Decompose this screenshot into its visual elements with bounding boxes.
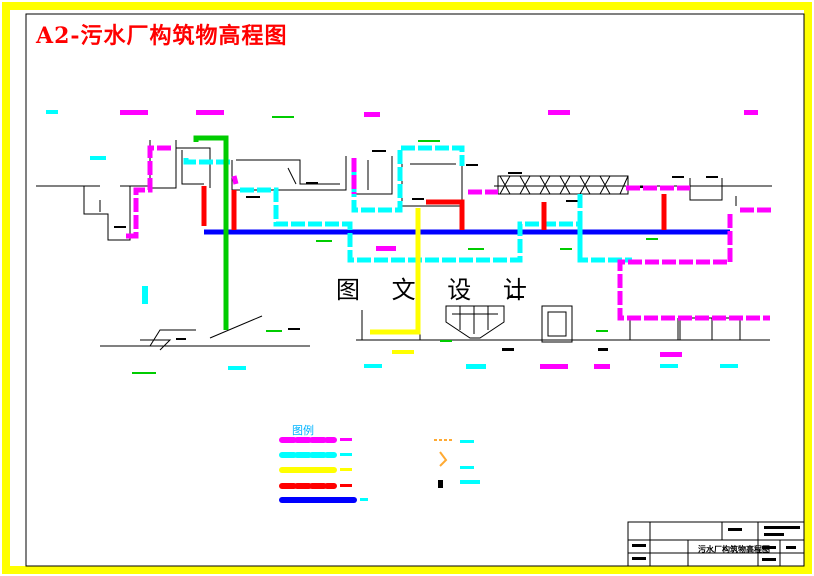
legend-title: 图例	[292, 424, 314, 437]
pipe-return-red	[201, 186, 667, 230]
meter-icon	[438, 480, 443, 488]
structures	[83, 140, 741, 351]
annotation-marks	[46, 110, 758, 374]
drawing-title: A2-污水厂构筑物高程图	[36, 23, 288, 49]
pipe-chemical-green	[193, 135, 229, 330]
pipe-water-cyan	[183, 145, 632, 263]
inner-frame	[25, 13, 805, 567]
pipe-sludge-magenta	[126, 145, 772, 321]
watermark-text: 图 文 设 计	[336, 276, 539, 304]
title-block-drawing-name: 污水厂构筑物高程图	[698, 545, 770, 554]
legend	[279, 437, 480, 503]
pipe-air-yellow	[370, 208, 421, 335]
fitting-icon	[439, 451, 448, 467]
title-block	[627, 521, 805, 567]
